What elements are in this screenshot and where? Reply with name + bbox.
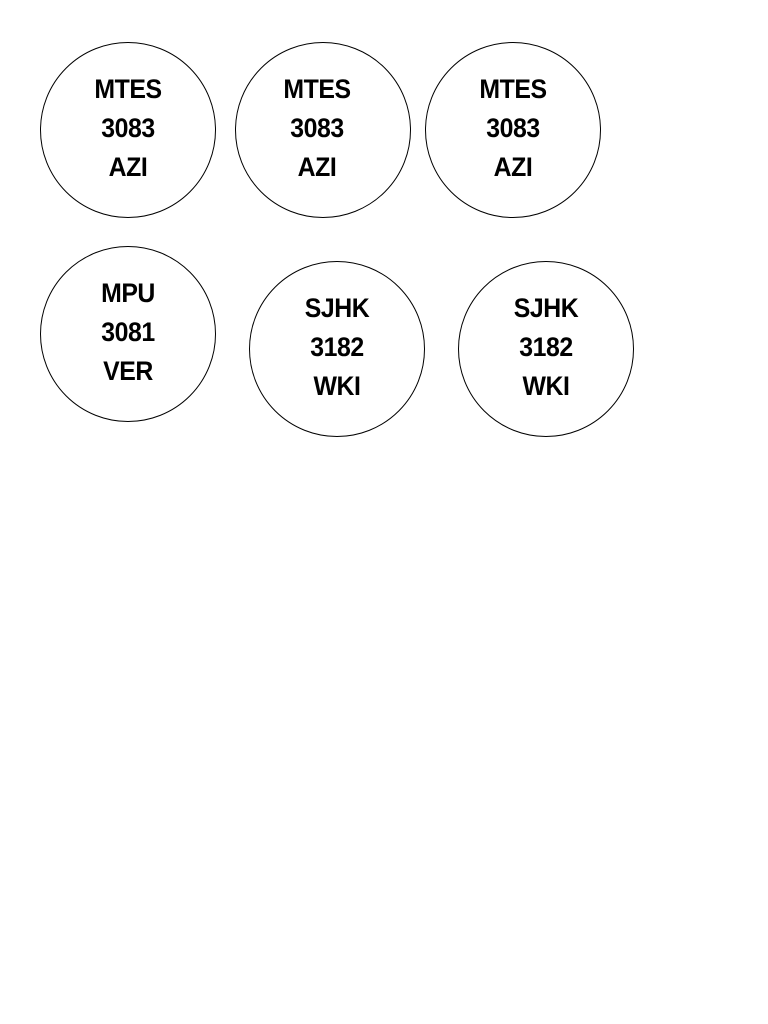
label-code: MTES [283, 74, 351, 104]
circle-label: MTES 3083 AZI [40, 42, 216, 218]
circle-label: MPU 3081 VER [40, 246, 216, 422]
label-number: 3083 [486, 113, 540, 143]
label-code: MTES [479, 74, 547, 104]
label-number: 3083 [290, 113, 344, 143]
label-code: SJHK [513, 293, 579, 323]
label-number: 3081 [101, 317, 155, 347]
circle-label: MTES 3083 AZI [235, 42, 411, 218]
label-number: 3182 [310, 332, 364, 362]
label-suffix: VER [103, 356, 153, 386]
label-suffix: WKI [313, 371, 361, 401]
label-code: MTES [94, 74, 162, 104]
label-suffix: AZI [108, 152, 148, 182]
label-number: 3182 [519, 332, 573, 362]
circle-label: MTES 3083 AZI [425, 42, 601, 218]
label-suffix: AZI [297, 152, 337, 182]
circle-label: SJHK 3182 WKI [458, 261, 634, 437]
label-suffix: AZI [493, 152, 533, 182]
label-number: 3083 [101, 113, 155, 143]
circle-label: SJHK 3182 WKI [249, 261, 425, 437]
label-suffix: WKI [522, 371, 570, 401]
label-code: SJHK [304, 293, 370, 323]
label-code: MPU [101, 278, 155, 308]
